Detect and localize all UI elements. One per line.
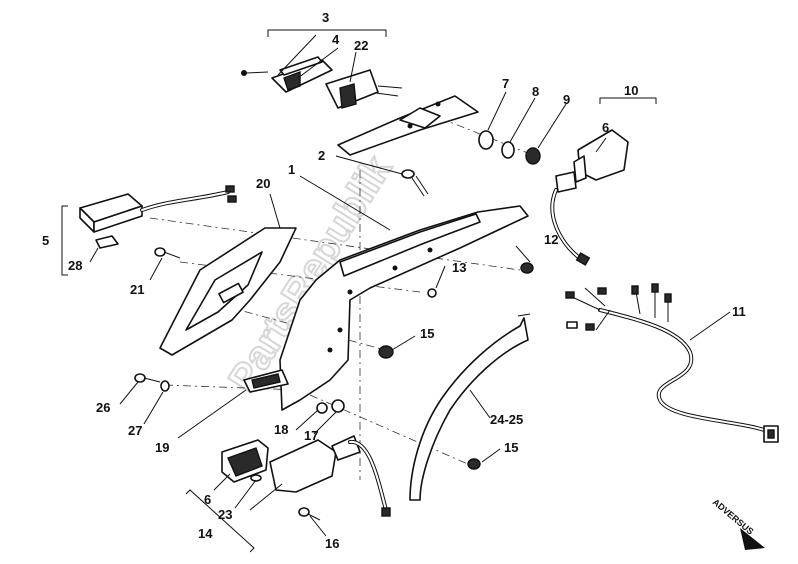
callout-15-lower: 15 (504, 440, 518, 455)
callout-11: 11 (732, 304, 746, 319)
callout-4: 4 (332, 32, 340, 47)
callout-2: 2 (318, 148, 325, 163)
callout-16: 16 (325, 536, 339, 551)
callout-12: 12 (544, 232, 558, 247)
callout-26: 26 (96, 400, 110, 415)
small-reflector (243, 369, 289, 393)
callout-21: 21 (130, 282, 144, 297)
callout-18: 18 (274, 422, 288, 437)
turn-signal-left (221, 435, 391, 521)
turn-signal-right (550, 129, 629, 266)
callout-labels: 3 4 22 7 8 9 10 6 2 1 20 5 28 21 12 13 1… (42, 10, 746, 551)
screw (401, 169, 429, 197)
callout-6-right: 6 (602, 120, 609, 135)
bolts-left (134, 247, 181, 392)
nuts (316, 262, 534, 470)
spacer-washer-nut (478, 130, 541, 165)
callout-19: 19 (155, 440, 169, 455)
plate-mount (159, 227, 297, 356)
mudguard-strut (409, 313, 531, 501)
callout-6-left: 6 (204, 492, 211, 507)
callout-23: 23 (218, 507, 232, 522)
callout-17: 17 (304, 428, 318, 443)
callout-8: 8 (532, 84, 539, 99)
wiring-harness (565, 283, 779, 443)
callout-9: 9 (563, 92, 570, 107)
callout-22: 22 (354, 38, 368, 53)
callout-3: 3 (322, 10, 329, 25)
direction-marker-text: ADVERSUS (711, 497, 756, 537)
upper-bracket (337, 95, 479, 156)
callout-24-25: 24-25 (490, 412, 523, 427)
callout-14: 14 (198, 526, 213, 541)
callout-20: 20 (256, 176, 270, 191)
callout-13: 13 (452, 260, 466, 275)
callout-10: 10 (624, 83, 638, 98)
callout-28: 28 (68, 258, 82, 273)
license-plate-lamp (241, 56, 403, 109)
callout-27: 27 (128, 423, 142, 438)
callout-5: 5 (42, 233, 49, 248)
callout-15-upper: 15 (420, 326, 434, 341)
callout-1: 1 (288, 162, 295, 177)
direction-marker: ADVERSUS (711, 497, 765, 550)
callout-7: 7 (502, 76, 509, 91)
leader-lines (61, 29, 731, 553)
reflector-lamp (79, 185, 237, 249)
